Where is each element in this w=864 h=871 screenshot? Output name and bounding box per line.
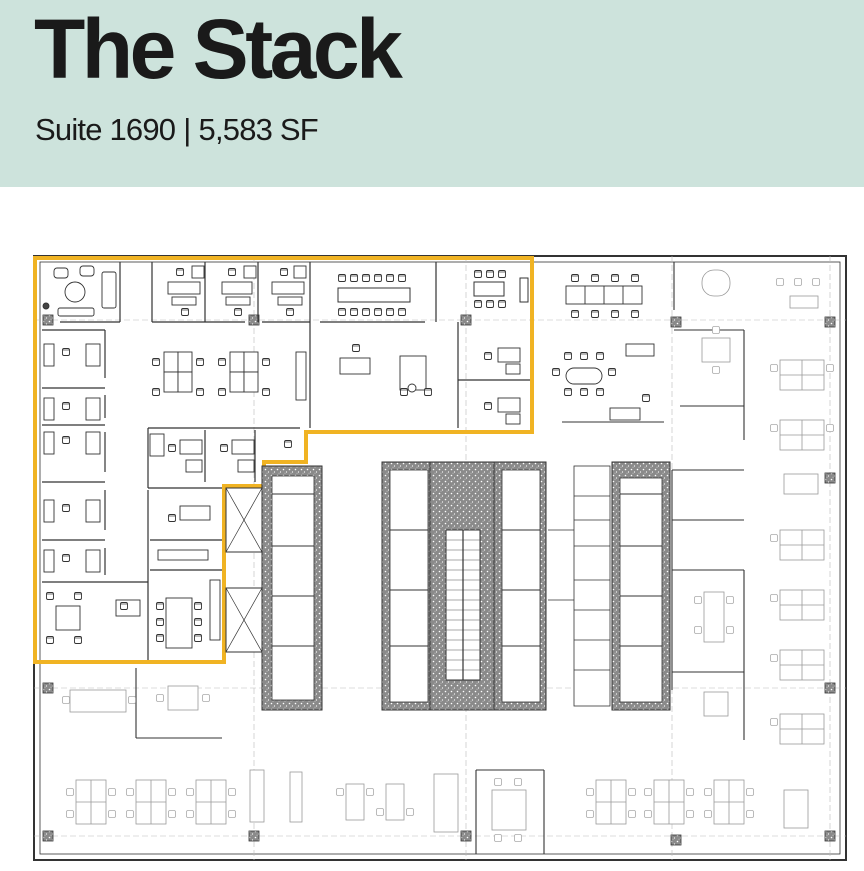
suite-area: 5,583 SF — [198, 112, 319, 147]
office-desks-top — [167, 265, 307, 306]
left-office-desks — [43, 343, 101, 573]
header-banner: The Stack Suite 1690|5,583 SF — [0, 0, 864, 187]
right-suite-offices — [497, 347, 521, 425]
suite-number: Suite 1690 — [35, 112, 176, 147]
outside-walls — [135, 262, 745, 854]
suite-workstations — [163, 351, 259, 393]
suite-separator: | — [183, 112, 191, 147]
small-conference — [473, 270, 529, 308]
lounge-furniture — [42, 265, 117, 317]
reception-furniture — [295, 351, 427, 401]
elevator-core — [225, 461, 671, 711]
floor-plan — [33, 255, 847, 861]
center-office-desks — [149, 433, 255, 521]
suite-outline — [33, 256, 534, 664]
right-suite-chairs — [484, 352, 492, 410]
boardroom-table — [337, 274, 411, 316]
future-workstations — [69, 269, 825, 833]
lower-left-meeting — [55, 549, 221, 649]
top-right-workstations — [565, 285, 655, 421]
suite-walls — [42, 262, 530, 660]
restrooms — [548, 465, 611, 707]
left-office-chairs — [62, 348, 70, 562]
suite-info: Suite 1690|5,583 SF — [35, 112, 319, 148]
page-title: The Stack — [34, 2, 403, 96]
